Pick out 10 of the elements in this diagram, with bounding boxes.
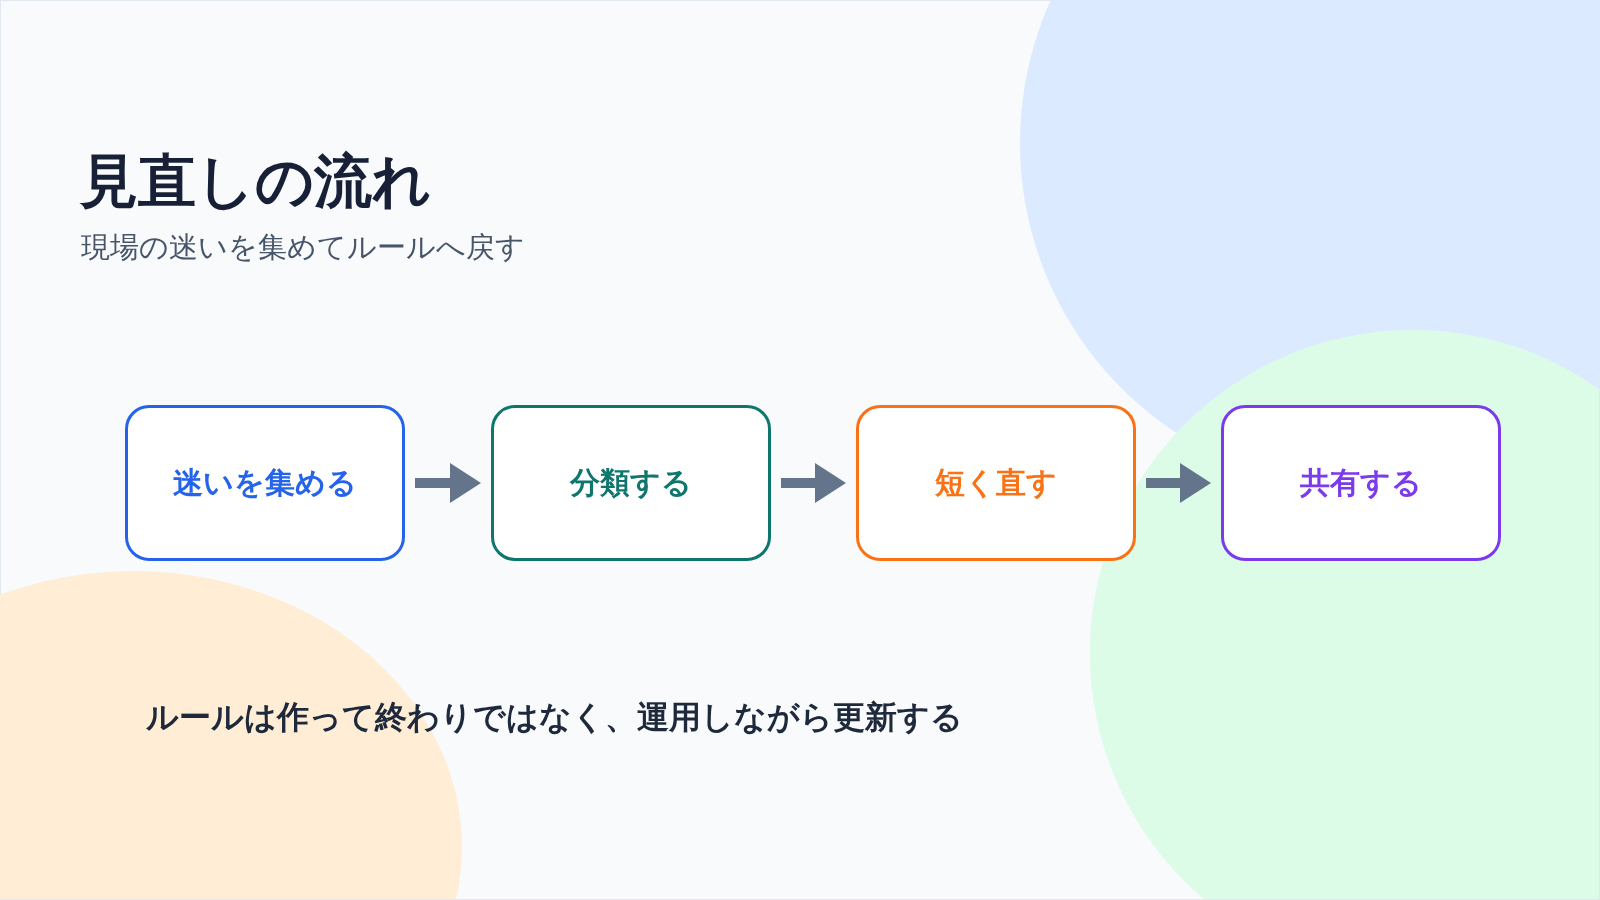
note-text: ルールは作って終わりではなく、運用しながら更新する xyxy=(146,701,963,733)
subtitle: 現場の迷いを集めてルールへ戻す xyxy=(81,233,525,262)
title: 見直しの流れ xyxy=(80,152,431,210)
arrow xyxy=(781,463,846,503)
arrow xyxy=(415,463,481,503)
arrow xyxy=(1146,463,1211,503)
process-box: 迷いを集める xyxy=(125,405,405,561)
process-box: 共有する xyxy=(1221,405,1501,561)
process-box: 短く直す xyxy=(856,405,1136,561)
process-box: 分類する xyxy=(491,405,771,561)
